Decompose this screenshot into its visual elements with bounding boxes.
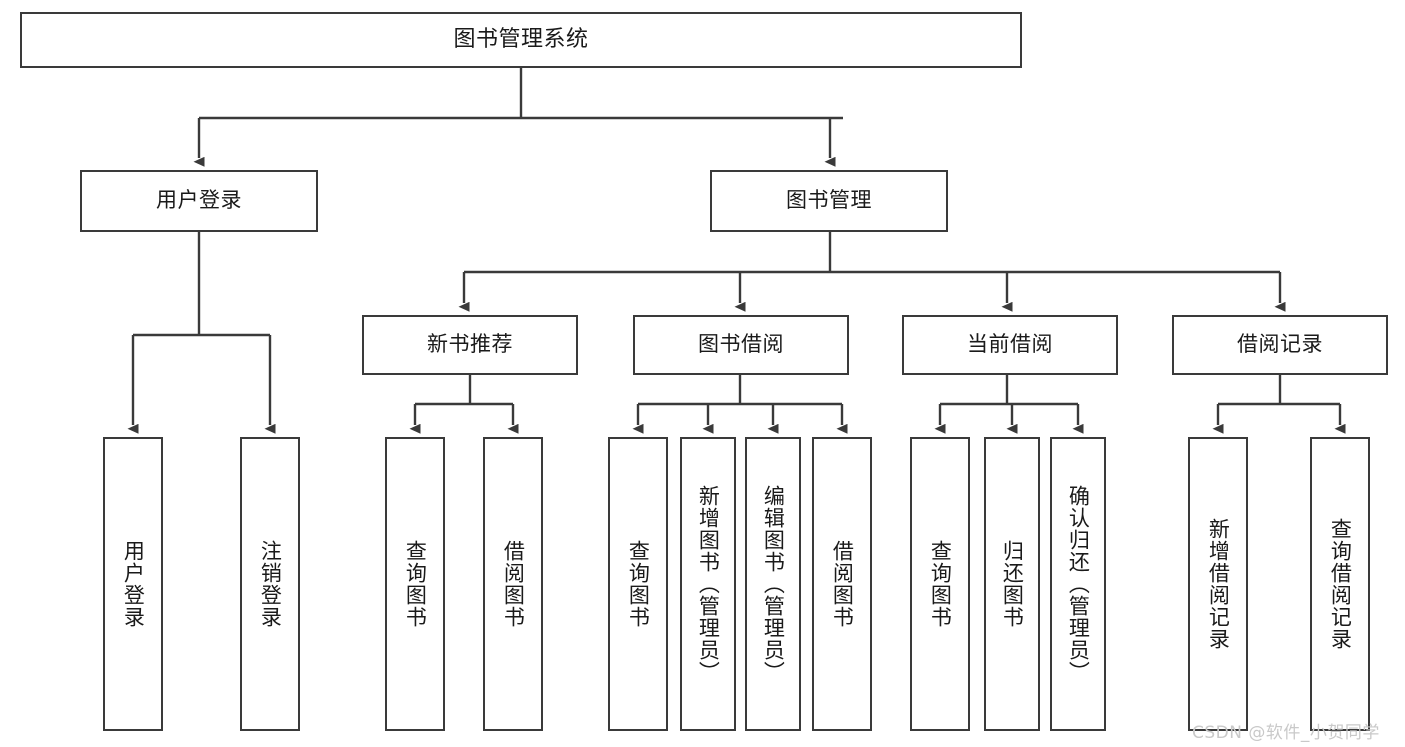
leaf-add-book-admin[interactable]: 新增图书（管理员） [680, 437, 736, 731]
node-book-borrow[interactable]: 图书借阅 [633, 315, 849, 375]
node-user-login[interactable]: 用户登录 [80, 170, 318, 232]
leaf-query-borrow-record-label: 查询借阅记录 [1328, 518, 1353, 650]
node-borrow-records[interactable]: 借阅记录 [1172, 315, 1388, 375]
node-new-book-recommend-label: 新书推荐 [427, 332, 513, 357]
node-new-book-recommend[interactable]: 新书推荐 [362, 315, 578, 375]
leaf-query-borrow-record[interactable]: 查询借阅记录 [1310, 437, 1370, 731]
connector-group-records [1212, 375, 1346, 434]
leaf-query-book-c-label: 查询图书 [928, 540, 953, 628]
leaf-query-book-c[interactable]: 查询图书 [910, 437, 970, 731]
leaf-confirm-return-admin[interactable]: 确认归还（管理员） [1050, 437, 1106, 731]
leaf-edit-book-admin-label: 编辑图书（管理员） [761, 485, 786, 683]
connector-group-borrow [632, 375, 848, 434]
leaf-borrow-book-a[interactable]: 借阅图书 [483, 437, 543, 731]
leaf-logout[interactable]: 注销登录 [240, 437, 300, 731]
leaf-query-book-b-label: 查询图书 [626, 540, 651, 628]
node-root-label: 图书管理系统 [453, 26, 589, 52]
leaf-return-book-label: 归还图书 [1000, 540, 1025, 628]
connector-group-new-book [409, 375, 519, 434]
connector-group-user-login [127, 232, 276, 434]
leaf-user-login-label: 用户登录 [121, 540, 146, 628]
connector-group-current [934, 375, 1084, 434]
node-current-borrow[interactable]: 当前借阅 [902, 315, 1118, 375]
leaf-confirm-return-admin-label: 确认归还（管理员） [1066, 485, 1091, 683]
leaf-add-book-admin-label: 新增图书（管理员） [696, 485, 721, 683]
leaf-borrow-book-b-label: 借阅图书 [830, 540, 855, 628]
leaf-query-book-a[interactable]: 查询图书 [385, 437, 445, 731]
leaf-logout-label: 注销登录 [258, 540, 283, 628]
node-root[interactable]: 图书管理系统 [20, 12, 1022, 68]
watermark: CSDN @软件_小贺同学 [1192, 723, 1380, 743]
connector-group-book-mgmt [458, 232, 1286, 312]
connector-group-root [193, 68, 843, 167]
leaf-borrow-book-b[interactable]: 借阅图书 [812, 437, 872, 731]
node-current-borrow-label: 当前借阅 [967, 332, 1053, 357]
leaf-borrow-book-a-label: 借阅图书 [501, 540, 526, 628]
leaf-edit-book-admin[interactable]: 编辑图书（管理员） [745, 437, 801, 731]
leaf-user-login[interactable]: 用户登录 [103, 437, 163, 731]
leaf-add-borrow-record[interactable]: 新增借阅记录 [1188, 437, 1248, 731]
leaf-query-book-b[interactable]: 查询图书 [608, 437, 668, 731]
node-book-management[interactable]: 图书管理 [710, 170, 948, 232]
node-book-management-label: 图书管理 [786, 188, 872, 213]
node-borrow-records-label: 借阅记录 [1237, 332, 1323, 357]
leaf-return-book[interactable]: 归还图书 [984, 437, 1040, 731]
leaf-query-book-a-label: 查询图书 [403, 540, 428, 628]
node-user-login-label: 用户登录 [156, 188, 242, 213]
leaf-add-borrow-record-label: 新增借阅记录 [1206, 518, 1231, 650]
node-book-borrow-label: 图书借阅 [698, 332, 784, 357]
